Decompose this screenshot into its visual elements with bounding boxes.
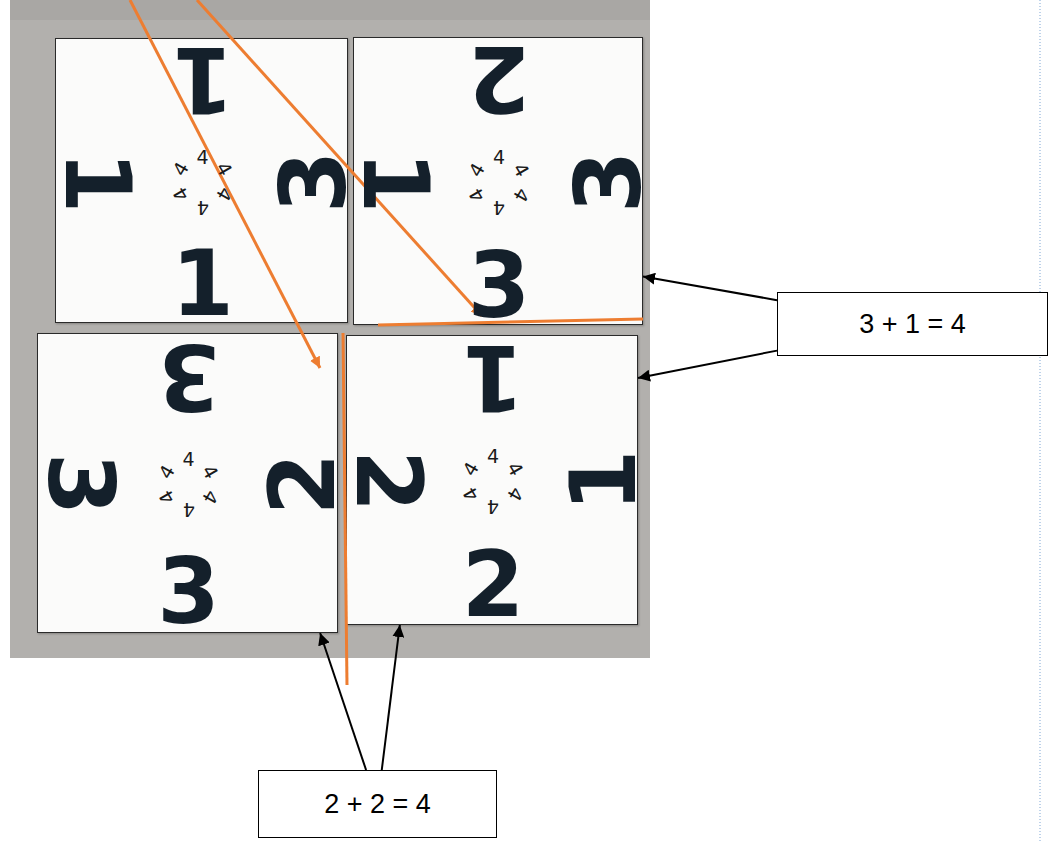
card-digit: 1 (350, 151, 440, 214)
center-four: 4 (503, 459, 526, 479)
center-four: 4 (487, 497, 499, 516)
card-digit: 2 (258, 453, 348, 516)
center-four: 4 (170, 184, 193, 204)
card-digit: 3 (269, 150, 359, 213)
card-digit: 3 (157, 331, 220, 421)
center-four: 4 (156, 487, 179, 507)
equation-text: 2 + 2 = 4 (324, 788, 431, 820)
card-digit: 1 (171, 239, 234, 329)
card-digit: 1 (462, 332, 525, 422)
pointer-arrow (638, 351, 777, 378)
card-digit: 2 (468, 33, 531, 123)
center-four: 4 (466, 185, 489, 205)
card-digit: 3 (564, 151, 654, 214)
card-digit: 2 (462, 540, 525, 630)
center-four: 4 (196, 147, 208, 166)
center-four: 4 (199, 487, 222, 507)
center-four: 4 (460, 459, 483, 479)
orange-pointer (197, 0, 482, 316)
number-card: 1131444444 (55, 38, 348, 323)
center-four: 4 (493, 198, 505, 217)
center-four: 4 (509, 185, 532, 205)
equation-text: 3 + 1 = 4 (859, 308, 966, 340)
pointer-arrow (382, 625, 400, 770)
center-four: 4 (460, 484, 483, 504)
card-digit: 2 (343, 450, 433, 513)
center-four: 4 (182, 450, 194, 469)
center-four: 4 (509, 160, 532, 180)
pointer-arrow (643, 277, 777, 301)
orange-seam-line (378, 319, 643, 325)
card-digit: 1 (559, 450, 649, 513)
card-digit: 3 (468, 241, 531, 331)
center-four: 4 (487, 447, 499, 466)
center-four: 4 (503, 484, 526, 504)
pointer-arrow (320, 633, 366, 770)
page-margin-line (1040, 0, 1041, 843)
table-shadow (10, 0, 650, 20)
card-digit: 1 (171, 34, 234, 124)
number-card: 3323444444 (37, 333, 338, 633)
center-four: 4 (199, 462, 222, 482)
center-four: 4 (156, 462, 179, 482)
number-card: 1212444444 (346, 335, 638, 625)
center-four: 4 (182, 500, 194, 519)
card-digit: 1 (52, 150, 142, 213)
number-card: 2133444444 (353, 37, 643, 325)
equation-box: 3 + 1 = 4 (777, 292, 1048, 356)
card-digit: 3 (35, 453, 125, 516)
center-four: 4 (196, 197, 208, 216)
equation-box: 2 + 2 = 4 (258, 770, 497, 838)
orange-pointer (130, 0, 320, 368)
center-four: 4 (493, 148, 505, 167)
card-digit: 3 (157, 547, 220, 637)
center-four: 4 (466, 160, 489, 180)
orange-seam-line (343, 333, 347, 685)
center-four: 4 (213, 159, 236, 179)
table-surface (10, 0, 650, 658)
center-four: 4 (170, 159, 193, 179)
center-four: 4 (213, 184, 236, 204)
